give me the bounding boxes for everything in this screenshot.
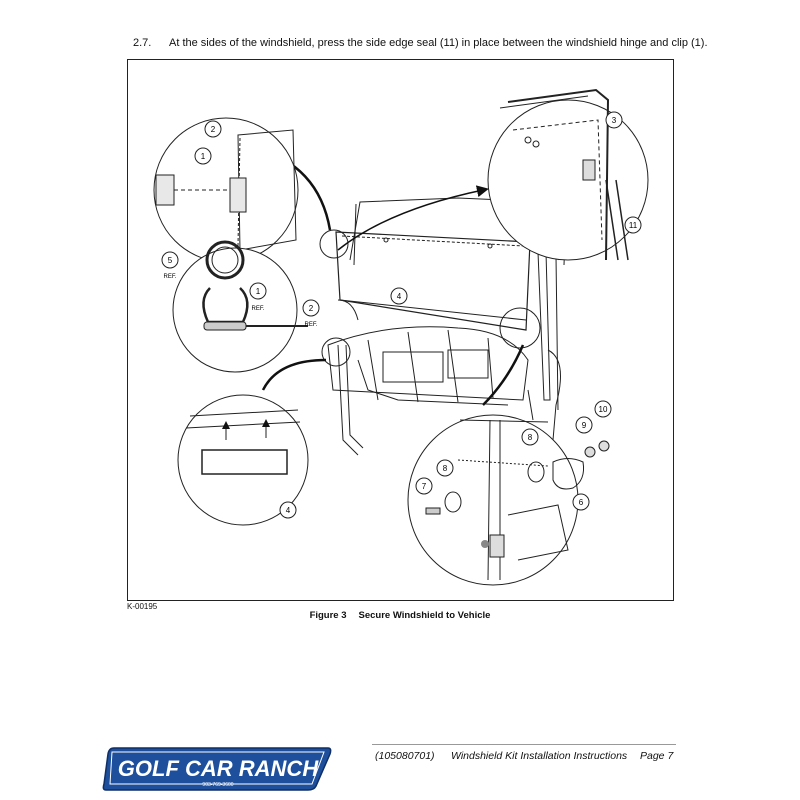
callout-10: 10	[594, 400, 612, 418]
detail-hardware	[407, 414, 610, 586]
svg-text:1: 1	[201, 152, 206, 161]
callout-4-bottom: 4	[279, 501, 297, 519]
callout-3: 3	[605, 111, 623, 129]
callout-8-right: 8	[521, 428, 539, 446]
svg-text:4: 4	[397, 292, 402, 301]
callout-labels: 2 1 5 REF. 1 REF. 2 REF. 3 11 4 4 10 9 8…	[161, 111, 642, 519]
svg-text:9: 9	[582, 421, 587, 430]
footer-doc-number: (105080701)	[375, 750, 435, 762]
ref-label-1: REF.	[251, 306, 264, 312]
figure-caption-label: Figure 3	[309, 610, 347, 621]
callout-6: 6	[572, 493, 590, 511]
detail-locator-left	[321, 337, 351, 367]
callout-11: 11	[624, 216, 642, 234]
svg-text:11: 11	[629, 221, 638, 230]
logo-text: GOLF CAR RANCH	[118, 756, 320, 781]
figure-id: K-00195	[127, 602, 158, 611]
step-number: 2.7.	[133, 37, 152, 49]
svg-text:7: 7	[422, 482, 427, 491]
svg-text:2: 2	[211, 125, 216, 134]
detail-locator-top-left	[319, 229, 349, 259]
windshield-illustration: 2 1 5 REF. 1 REF. 2 REF. 3 11 4 4 10 9 8…	[153, 88, 649, 586]
logo-phone: 903-769-3600	[202, 782, 233, 788]
detail-seal-strip	[177, 394, 309, 526]
detail-hinge-seal	[487, 88, 649, 261]
svg-text:5: 5	[168, 256, 173, 265]
svg-text:4: 4	[286, 506, 291, 515]
footer-divider	[372, 744, 676, 745]
svg-text:3: 3	[612, 116, 617, 125]
callout-5: 5	[161, 251, 179, 269]
figure-caption-title: Secure Windshield to Vehicle	[358, 610, 491, 621]
golf-car-ranch-logo: GOLF CAR RANCH 903-769-3600	[102, 747, 332, 791]
ref-label-5: REF.	[163, 274, 176, 280]
step-instruction: 2.7. At the sides of the windshield, pres…	[133, 37, 708, 49]
callout-2-top: 2	[204, 120, 222, 138]
callout-1-mid: 1	[249, 282, 267, 300]
step-text: At the sides of the windshield, press th…	[169, 37, 708, 49]
svg-text:2: 2	[309, 304, 314, 313]
svg-text:8: 8	[443, 464, 448, 473]
leader-curve-top-right	[337, 185, 489, 251]
leader-curve-left	[261, 358, 327, 391]
svg-text:6: 6	[579, 498, 584, 507]
callout-9: 9	[575, 416, 593, 434]
ref-label-2: REF.	[304, 322, 317, 328]
svg-text:8: 8	[528, 433, 533, 442]
detail-seal-clip	[153, 117, 299, 263]
callout-1-top: 1	[194, 147, 212, 165]
footer-page-number: Page 7	[640, 750, 674, 762]
figure-caption: Figure 3 Secure Windshield to Vehicle	[0, 610, 800, 621]
callout-2-mid: 2	[302, 299, 320, 317]
callout-4-top: 4	[390, 287, 408, 305]
callout-8-left: 8	[436, 459, 454, 477]
footer-doc-title: Windshield Kit Installation Instructions	[451, 750, 628, 762]
detail-clip-profile	[172, 240, 308, 373]
callout-7: 7	[415, 477, 433, 495]
svg-text:1: 1	[256, 287, 261, 296]
svg-text:10: 10	[599, 405, 608, 414]
detail-locator-right	[499, 307, 541, 349]
leader-curve-right	[482, 344, 525, 406]
figure-frame: 2 1 5 REF. 1 REF. 2 REF. 3 11 4 4 10 9 8…	[127, 59, 674, 601]
